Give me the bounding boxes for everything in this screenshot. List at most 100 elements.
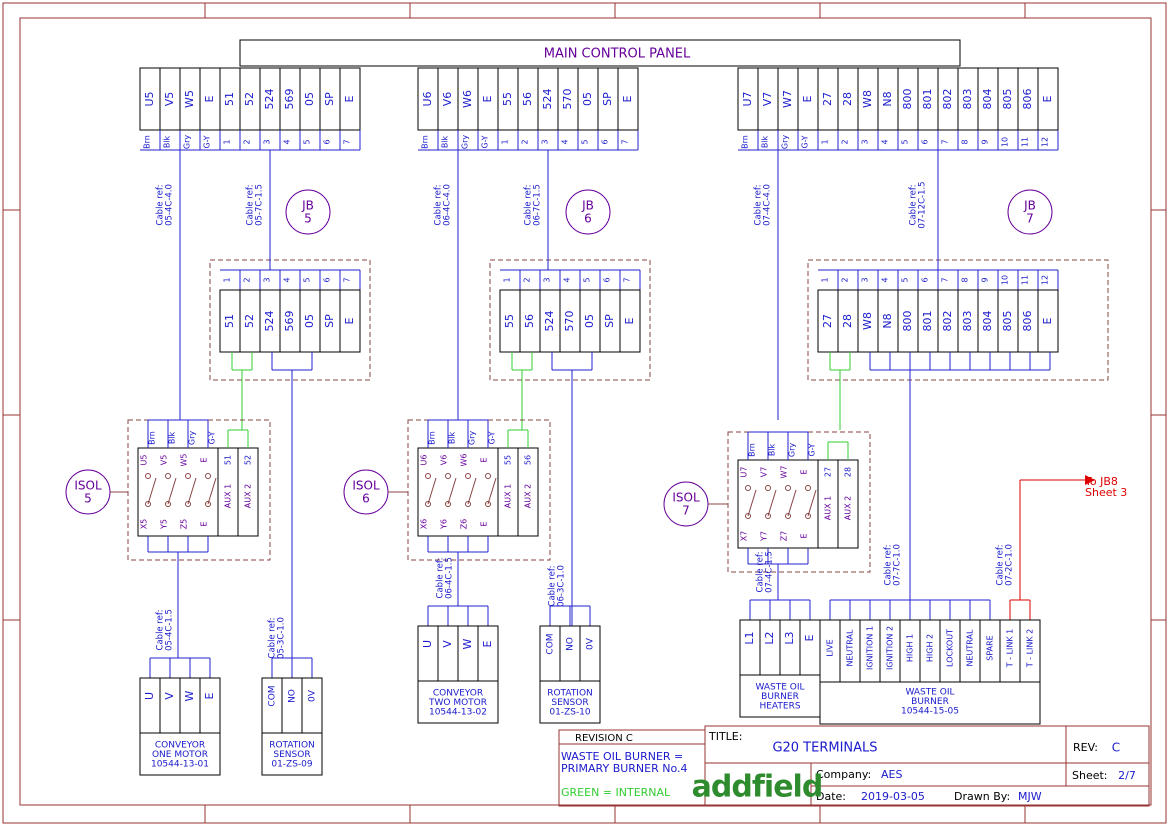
burner-terminal-label: LOCKOUT [946,629,955,667]
cable-ref-power: Cable ref: [754,185,764,226]
wire-color-label: Blk [441,135,450,148]
main-control-panel-title: MAIN CONTROL PANEL [544,47,691,62]
cable-ref-sensor: Cable ref: [268,618,278,659]
terminal-label: SP [601,92,614,106]
jb-terminal-number: 5 [303,277,312,282]
burner-terminal-label: HIGH 1 [906,634,915,662]
junction-box-symbol [1007,189,1053,235]
motor-caption-line: CONVEYOR [433,689,483,699]
wire-color-label: 1 [223,139,232,144]
wire-color-label: 5 [901,139,910,144]
motor-terminal-label: W [183,690,196,701]
jb-terminal-number: 5 [583,277,592,282]
wire-color-label: G-Y [801,135,810,148]
isolator-top-label: E [480,457,489,462]
contact-point [745,485,751,491]
terminal-cell [617,67,639,131]
junction-box-label: JB6 [581,199,594,226]
drawn-by-value: MJW [1018,790,1042,803]
terminal-label: 51 [223,314,236,328]
motor-terminal-label: U [421,640,434,648]
motor-caption-line: BURNER [761,692,799,702]
terminal-label: 806 [1021,89,1034,110]
terminal-label: W7 [781,90,794,108]
isolator-label-line: 6 [362,492,370,506]
terminal-label: 569 [283,89,296,110]
jb-terminal-number: 4 [563,277,572,282]
isolator-bottom-label: E [200,521,209,526]
aux-contact-label: AUX 2 [244,484,253,508]
jb-terminal-number: 3 [543,277,552,282]
junction-box-label: JB5 [301,199,314,226]
company-value: AES [881,768,902,781]
junction-box-label: JB7 [1023,199,1036,226]
contact-point [765,485,771,491]
sensor-terminal-label: NO [288,689,298,703]
main-control-panel-box [239,39,961,67]
terminal-cell [619,289,641,353]
terminal-label: E [481,95,494,102]
switch-blade [447,477,457,505]
terminal-label: 806 [1021,311,1034,332]
jb-terminal-number: 2 [841,277,850,282]
cable-ref-power: 06-4C-4.0 [443,184,453,226]
terminal-label: 803 [961,89,974,110]
motor-caption-box [139,732,221,776]
terminal-label: 570 [563,311,576,332]
wire-color-label: Blk [163,135,172,148]
wire-color-label: G-Y [481,135,490,148]
isolator-top-label: U5 [140,455,149,466]
junction-box-outline [807,259,1109,381]
motor-terminal-label: V [441,640,454,648]
jb-terminal-number: 6 [921,277,930,282]
sensor-caption-line: 01-ZS-10 [549,708,591,718]
terminal-label: 52 [243,314,256,328]
motor-terminal-label: U [143,692,156,700]
cable-ref-motor: 05-4C-1.5 [165,609,175,651]
terminal-cell [339,67,361,131]
to-jb8-label-line: To JB8 [1084,475,1118,488]
terminal-label: 52 [243,92,256,106]
motor-terminal-label: W [461,638,474,649]
terminal-cell [1037,67,1059,131]
cable-ref-motor: Cable ref: [436,558,446,599]
wire-color-label: 6 [601,139,610,144]
terminal-label: U6 [421,91,434,106]
revision-note: REVISION C [575,733,633,744]
terminal-label: W5 [183,90,196,108]
terminal-label: E [343,95,356,102]
cable-ref-burner: 07-7C-1.0 [893,544,903,586]
sensor-caption-box [261,732,323,776]
terminal-label: E [623,317,636,324]
jb-terminal-number: 3 [861,277,870,282]
sensor-terminal-label: 0V [308,689,318,702]
rev-value: C [1112,741,1120,755]
jb-terminal-number: 12 [1041,275,1050,285]
isolator-bottom-label: Y7 [760,531,769,542]
terminal-label: 524 [543,311,556,332]
wire-color-label: Brn [741,135,750,149]
contact-point [445,473,451,479]
isolator-bottom-label: X5 [140,519,149,530]
cable-ref-link: Cable ref: [996,545,1006,586]
wire-color-label: 3 [541,139,550,144]
isolator-wire-color: G-Y [208,431,217,444]
contact-point [425,473,431,479]
motor-terminal-label: E [481,640,494,647]
date-value: 2019-03-05 [861,790,925,803]
contact-point [485,473,491,479]
terminal-label: W8 [861,90,874,108]
wire-color-label: 3 [861,139,870,144]
terminal-label: 569 [283,311,296,332]
burner-terminal-label: IGNITION 2 [886,626,895,670]
isolator-wire-color: Brn [148,431,157,445]
contact-point [165,501,171,507]
